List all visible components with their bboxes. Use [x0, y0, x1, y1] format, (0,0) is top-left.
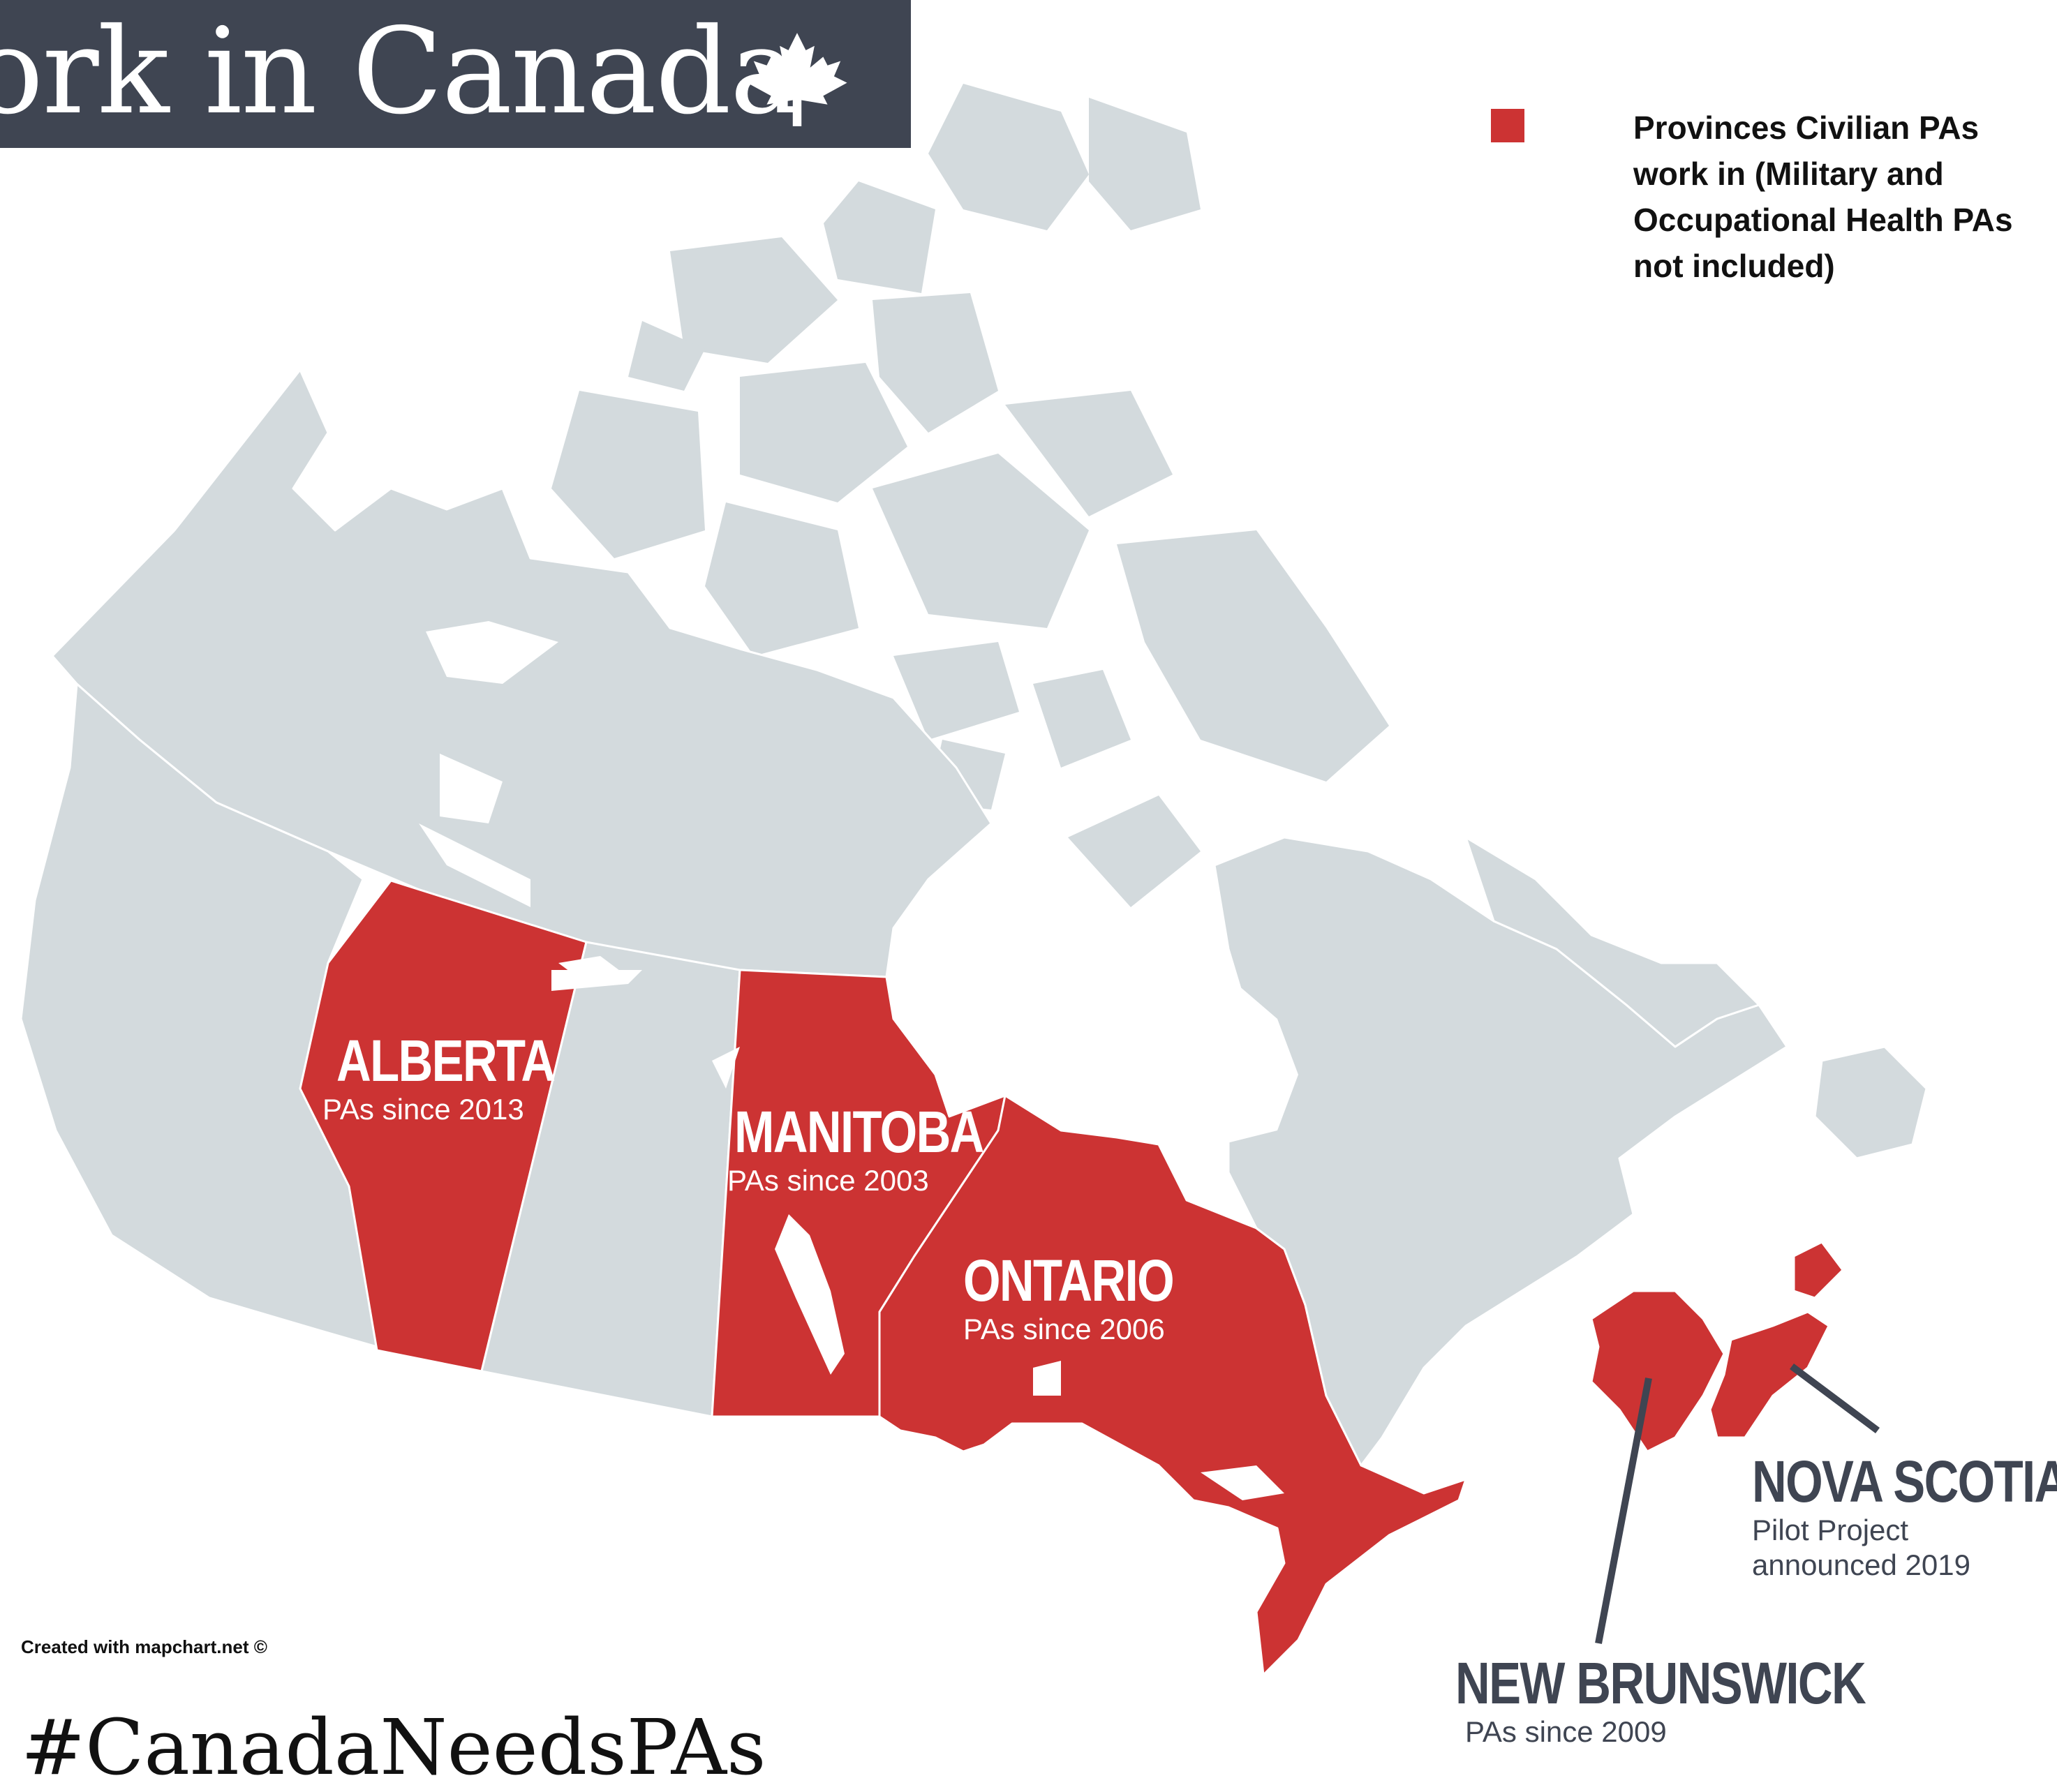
new-brunswick-pointer [1595, 1377, 1652, 1644]
manitoba-label: MANITOBA PAs since 2003 [727, 1099, 1038, 1198]
canada-map [20, 84, 1928, 1676]
arctic-islands [551, 84, 1389, 907]
alberta-name: ALBERTA [336, 1028, 556, 1093]
alberta-sub: PAs since 2013 [322, 1093, 524, 1126]
page-title: ork in Canada [0, 3, 801, 141]
new-brunswick-sub: PAs since 2009 [1465, 1715, 1667, 1748]
nova-scotia-name: NOVA SCOTIA [1752, 1449, 2057, 1514]
province-newfoundland-labrador [1464, 836, 1760, 1048]
ontario-sub: PAs since 2006 [963, 1313, 1165, 1345]
manitoba-sub: PAs since 2003 [727, 1164, 929, 1197]
lakes [419, 621, 1298, 1500]
credit-text: Created with mapchart.net © [21, 1636, 267, 1657]
province-nova-scotia [1709, 1311, 1830, 1439]
title-bar: ork in Canada [0, 0, 911, 148]
nova-scotia-label: NOVA SCOTIA Pilot Project announced 2019 [1752, 1450, 2057, 1583]
ontario-name: ONTARIO [963, 1248, 1175, 1313]
nova-scotia-sub-line1: Pilot Project [1752, 1514, 1909, 1546]
new-brunswick-label: NEW BRUNSWICK PAs since 2009 [1455, 1652, 1955, 1749]
island-newfoundland [1813, 1045, 1928, 1160]
ontario-label: ONTARIO PAs since 2006 [963, 1249, 1219, 1347]
legend-swatch [1491, 109, 1524, 142]
nova-scotia-pointer [1790, 1363, 1880, 1434]
hashtag-text: #CanadaNeedsPAs [21, 1703, 766, 1792]
nova-scotia-sub-line2: announced 2019 [1752, 1548, 1970, 1581]
province-cape-breton [1792, 1241, 1844, 1299]
province-new-brunswick [1590, 1290, 1725, 1453]
legend-text: Provinces Civilian PAs work in (Military… [1633, 110, 2013, 284]
manitoba-name: MANITOBA [734, 1099, 984, 1165]
maple-leaf-icon [747, 33, 847, 126]
alberta-label: ALBERTA PAs since 2013 [322, 1028, 602, 1127]
new-brunswick-name: NEW BRUNSWICK [1455, 1650, 1866, 1716]
